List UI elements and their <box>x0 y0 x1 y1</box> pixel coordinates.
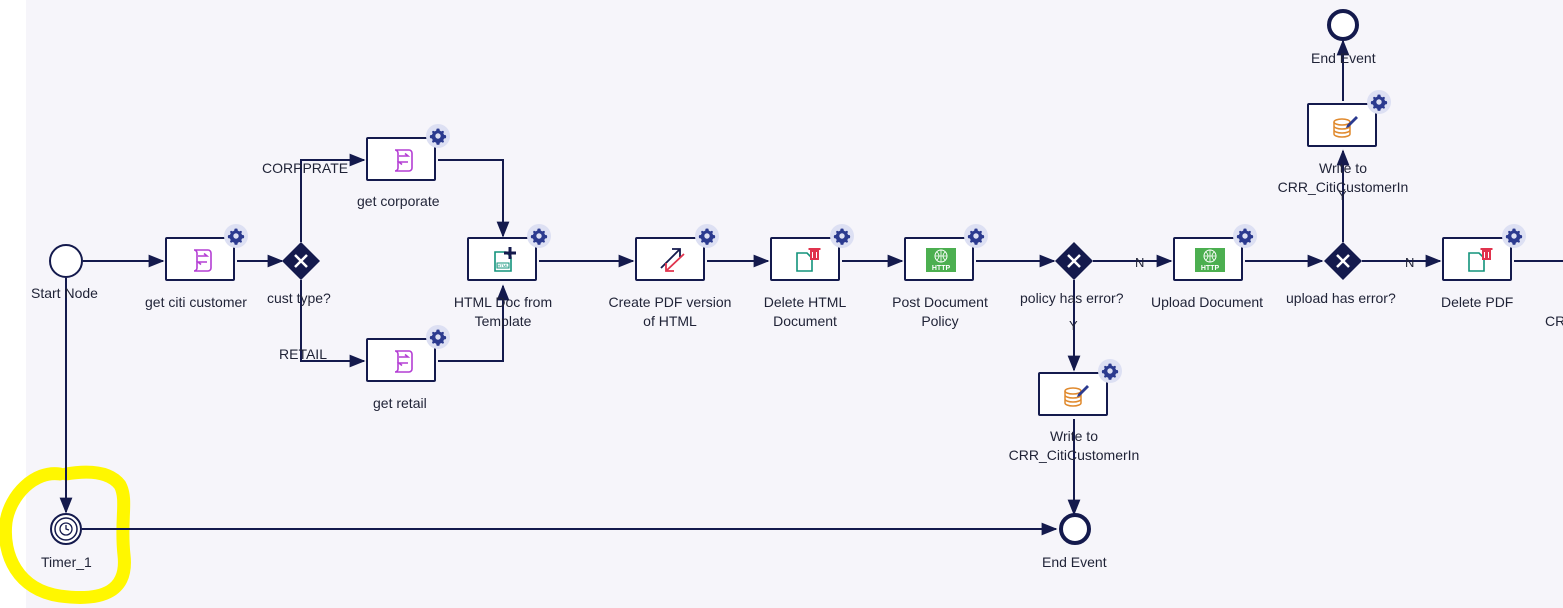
task-label-get-retail: get retail <box>373 395 427 411</box>
svg-text:HTML: HTML <box>498 263 510 268</box>
edge-label-retail: RETAIL <box>279 346 327 362</box>
edge-label-policy-n: N <box>1135 255 1145 270</box>
task-get-retail[interactable] <box>366 338 436 382</box>
database-write-icon <box>1064 385 1089 407</box>
task-label-write-top: Write to CRR_CitiCustomerIn <box>1273 159 1413 197</box>
task-delete-html-document[interactable] <box>770 237 840 281</box>
label-line: CRR_CitiCustomerIn <box>1008 447 1140 463</box>
task-label-get-corporate: get corporate <box>357 193 440 209</box>
svg-text:HTTP: HTTP <box>1201 265 1220 272</box>
gear-icon[interactable] <box>964 224 988 248</box>
script-icon <box>193 249 212 272</box>
gear-icon[interactable] <box>695 224 719 248</box>
task-label-create-pdf: Create PDF version of HTML <box>600 293 740 331</box>
gateway-label-upload-error: upload has error? <box>1286 290 1396 306</box>
end-event-top-label: End Event <box>1311 50 1376 66</box>
delete-document-icon <box>1468 248 1493 272</box>
task-write-bottom[interactable] <box>1038 372 1108 416</box>
http-icon: HTTP <box>926 248 956 272</box>
task-label-post-policy: Post Document Policy <box>880 293 1000 331</box>
html-template-icon: HTML <box>494 247 516 272</box>
edge-corporate-to-html-doc <box>438 159 510 238</box>
gateway-upload-error[interactable] <box>1324 242 1362 280</box>
task-delete-pdf[interactable] <box>1442 237 1512 281</box>
database-write-icon <box>1333 116 1358 138</box>
task-label-delete-html: Delete HTML Document <box>750 293 860 331</box>
task-label-get-citi-customer: get citi customer <box>145 294 247 310</box>
task-label-upload: Upload Document <box>1151 294 1264 310</box>
label-line: HTML Doc from <box>453 294 553 310</box>
script-icon <box>394 149 413 172</box>
edge-label-upload-n: N <box>1405 255 1415 270</box>
gateway-cust-type[interactable] <box>282 242 320 280</box>
start-event[interactable] <box>49 244 83 278</box>
task-html-doc-from-template[interactable]: HTML <box>467 237 537 281</box>
task-upload-document[interactable]: HTTP <box>1173 237 1243 281</box>
edge-label-corporate: CORPPRATE <box>262 160 349 176</box>
gear-icon[interactable] <box>1502 224 1526 248</box>
task-get-citi-customer[interactable] <box>165 237 235 281</box>
gear-icon[interactable] <box>527 224 551 248</box>
clock-icon <box>59 522 73 536</box>
end-event-bottom-label: End Event <box>1042 554 1107 570</box>
task-create-pdf[interactable] <box>635 237 705 281</box>
gateway-label-policy-error: policy has error? <box>1020 290 1124 306</box>
start-event-label: Start Node <box>31 285 98 301</box>
edge-label-upload-y: Y <box>1338 188 1347 203</box>
pdf-convert-icon <box>660 248 685 272</box>
end-event-bottom[interactable] <box>1059 513 1091 545</box>
task-label-write-bottom: Write to CRR_CitiCustomerIn <box>1004 427 1144 465</box>
label-line: Write to <box>1050 428 1098 444</box>
gear-icon[interactable] <box>224 224 248 248</box>
gateway-label-cust-type: cust type? <box>267 290 331 306</box>
label-line: of HTML <box>643 313 697 329</box>
edges <box>59 39 1563 536</box>
task-post-document-policy[interactable]: HTTP <box>904 237 974 281</box>
label-line: Post Document <box>892 294 988 310</box>
task-label-cut: CR <box>1545 313 1563 329</box>
label-line: Write to <box>1319 160 1367 176</box>
delete-document-icon <box>796 248 821 272</box>
edge-retail-to-html-doc <box>438 284 510 362</box>
gateway-policy-error[interactable] <box>1055 242 1093 280</box>
edge-label-policy-y: Y <box>1069 318 1078 333</box>
label-line: CRR_CitiCustomerIn <box>1277 179 1409 195</box>
label-line: Document <box>773 313 837 329</box>
edge-gateway-to-corporate <box>300 153 366 242</box>
timer-event[interactable] <box>50 513 82 545</box>
label-line: Template <box>474 313 532 329</box>
gear-icon[interactable] <box>426 124 450 148</box>
gear-icon[interactable] <box>1233 224 1257 248</box>
gear-icon[interactable] <box>830 224 854 248</box>
gear-icon[interactable] <box>1367 90 1391 114</box>
task-label-delete-pdf: Delete PDF <box>1441 294 1514 310</box>
label-line: Policy <box>921 313 959 329</box>
svg-text:HTTP: HTTP <box>932 265 951 272</box>
script-icon <box>394 350 413 373</box>
task-get-corporate[interactable] <box>366 137 436 181</box>
canvas-background <box>26 0 1563 608</box>
gear-icon[interactable] <box>1098 359 1122 383</box>
task-label-html-doc: HTML Doc from Template <box>448 293 558 331</box>
edge-gateway-to-retail <box>300 280 366 368</box>
label-line: Delete HTML <box>763 294 847 310</box>
task-write-top[interactable] <box>1307 103 1377 147</box>
gear-icon[interactable] <box>426 325 450 349</box>
timer-event-label: Timer_1 <box>41 554 92 570</box>
http-icon: HTTP <box>1195 248 1225 272</box>
end-event-top[interactable] <box>1327 9 1359 41</box>
label-line: Create PDF version <box>608 294 732 310</box>
timer-highlight <box>0 465 131 604</box>
